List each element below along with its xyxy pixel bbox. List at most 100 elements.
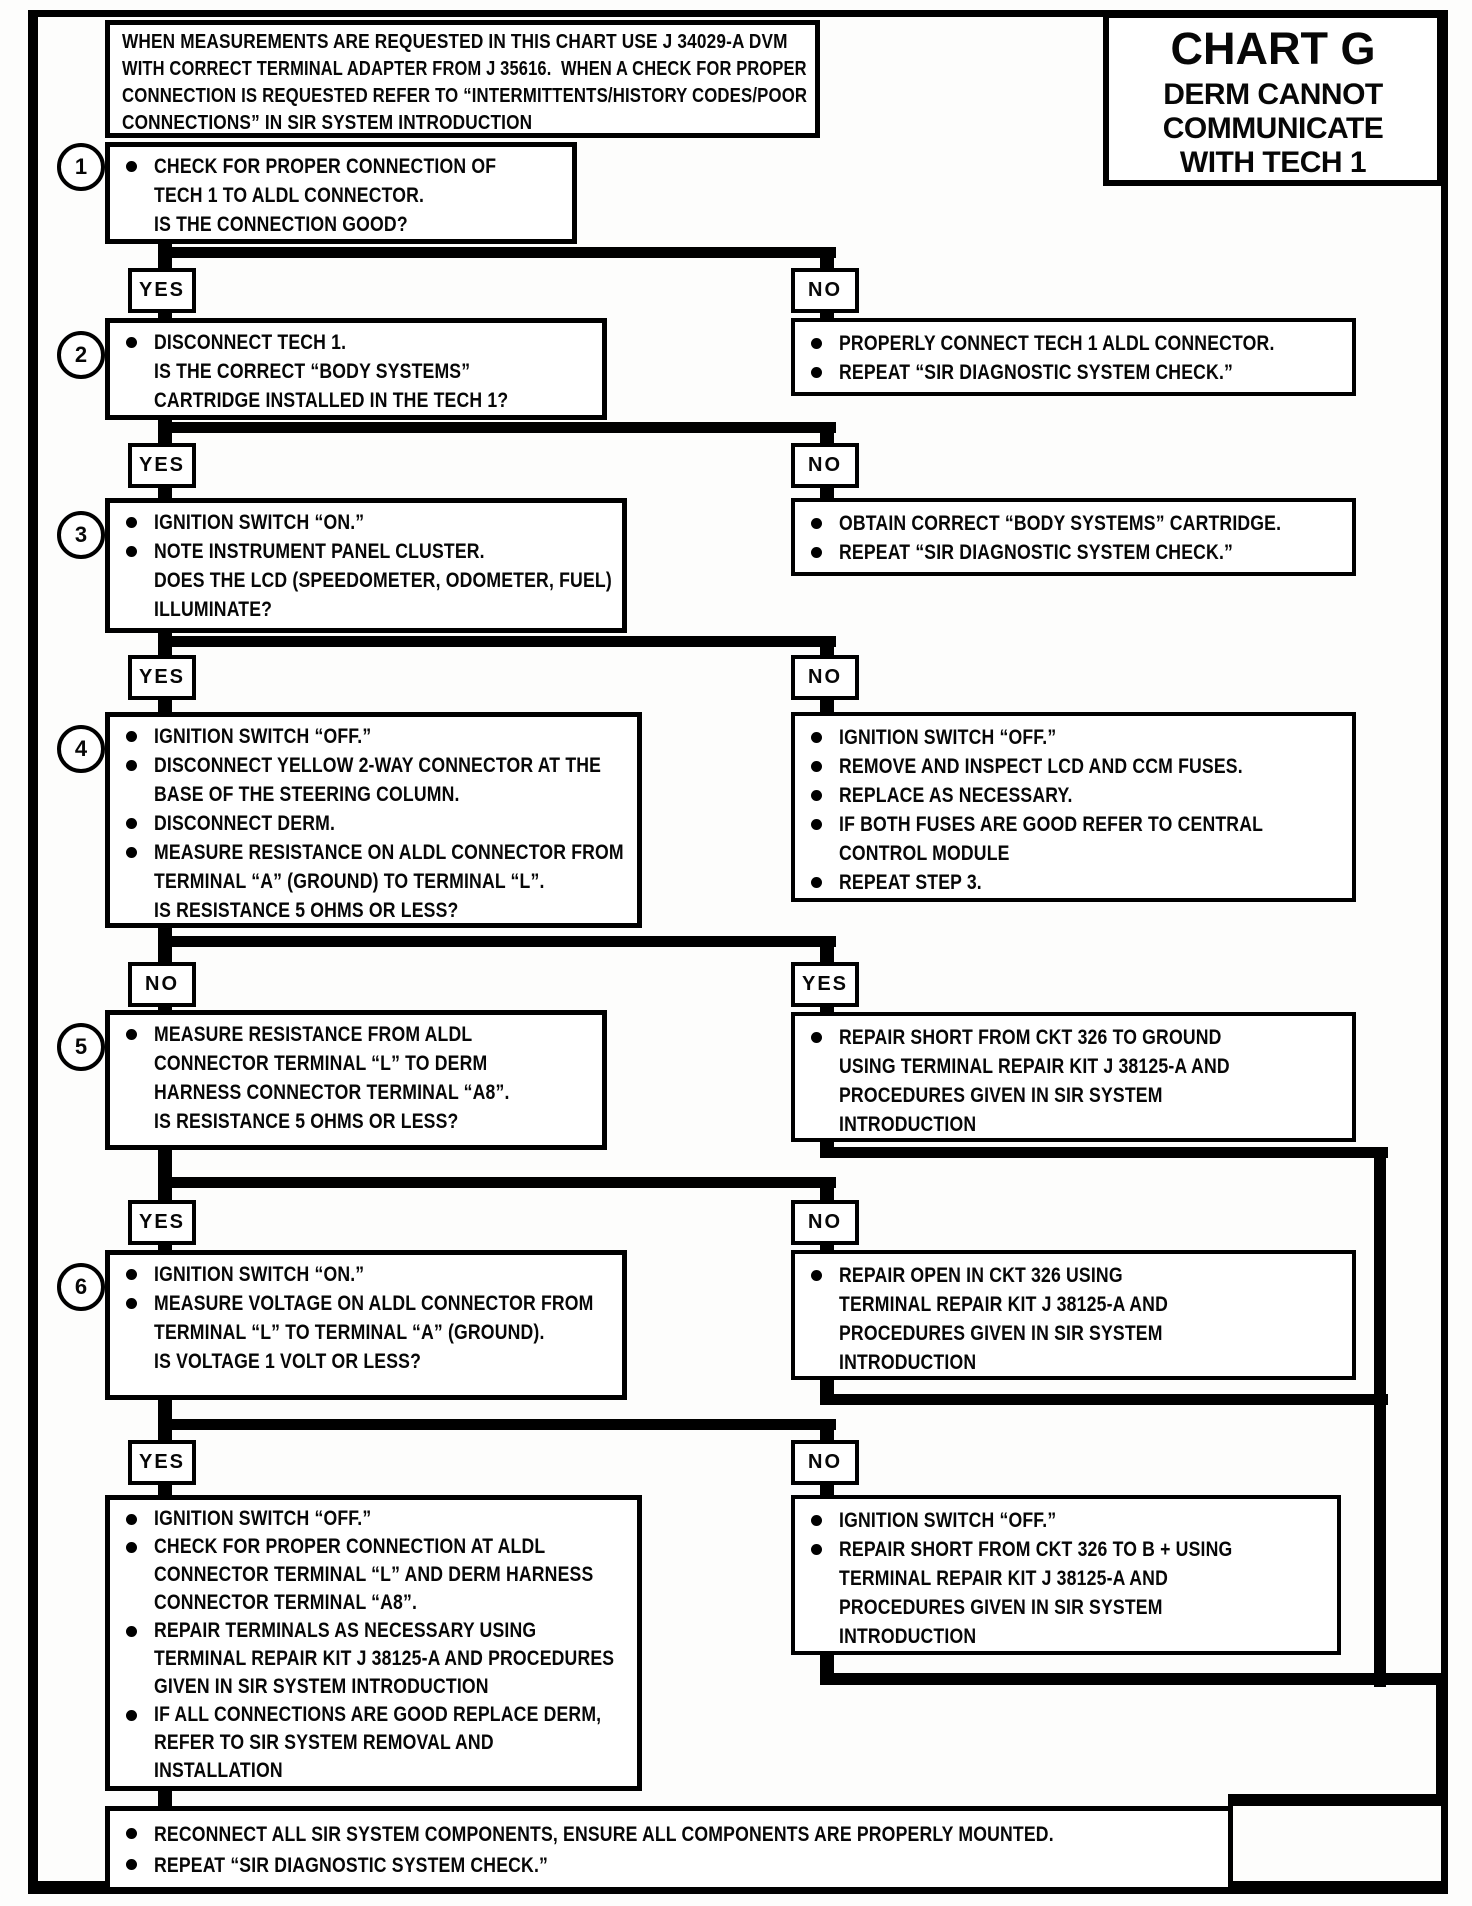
line-text: IGNITION SWITCH “ON.”	[154, 1263, 365, 1286]
line-text: CARTRIDGE INSTALLED IN THE TECH 1?	[154, 389, 509, 412]
line-text: PROCEDURES GIVEN IN SIR SYSTEM	[839, 1322, 1163, 1345]
text-line: CONNECTOR TERMINAL “L” AND DERM HARNESS	[110, 1561, 633, 1589]
connector-line	[820, 697, 834, 715]
bullet-spacer	[110, 1318, 154, 1347]
text-line: INSTALLATION	[110, 1757, 633, 1785]
text-line: MEASURE VOLTAGE ON ALDL CONNECTOR FROM	[110, 1289, 618, 1318]
bullet-icon	[110, 152, 154, 181]
line-text: REFER TO SIR SYSTEM REMOVAL AND	[154, 1731, 494, 1754]
bullet-spacer	[110, 1078, 154, 1107]
line-text: OBTAIN CORRECT “BODY SYSTEMS” CARTRIDGE.	[839, 512, 1282, 535]
bullet-spacer	[110, 82, 122, 109]
connector-line	[158, 1242, 172, 1253]
text-line: RECONNECT ALL SIR SYSTEM COMPONENTS, ENS…	[110, 1819, 1224, 1850]
line-text: TECH 1 TO ALDL CONNECTOR.	[154, 184, 425, 207]
line-text: REPEAT “SIR DIAGNOSTIC SYSTEM CHECK.”	[839, 361, 1234, 384]
text-line: IS THE CORRECT “BODY SYSTEMS”	[110, 357, 598, 386]
line-text: ILLUMINATE?	[154, 598, 273, 621]
connector-line	[158, 485, 172, 501]
bullet-icon	[795, 509, 839, 538]
text-line: TERMINAL “A” (GROUND) TO TERMINAL “L”.	[110, 867, 633, 896]
connector-line	[820, 1004, 834, 1015]
step-2-question-box: DISCONNECT TECH 1. IS THE CORRECT “BODY S…	[105, 318, 607, 420]
connector-line	[820, 1482, 834, 1498]
text-line: ILLUMINATE?	[110, 595, 618, 624]
text-line: TERMINAL “L” TO TERMINAL “A” (GROUND).	[110, 1318, 618, 1347]
step-3-question-box: IGNITION SWITCH “ON.”NOTE INSTRUMENT PAN…	[105, 498, 627, 633]
text-line: INTRODUCTION	[795, 1110, 1348, 1139]
text-line: REMOVE AND INSPECT LCD AND CCM FUSES.	[795, 752, 1348, 781]
text-line: IF ALL CONNECTIONS ARE GOOD REPLACE DERM…	[110, 1701, 633, 1729]
line-text: REMOVE AND INSPECT LCD AND CCM FUSES.	[839, 755, 1243, 778]
text-line: PROCEDURES GIVEN IN SIR SYSTEM	[795, 1593, 1333, 1622]
text-line: IGNITION SWITCH “ON.”	[110, 1260, 618, 1289]
bullet-spacer	[110, 867, 154, 896]
bullet-spacer	[795, 1052, 839, 1081]
action-box-check-terminals-replace-derm: IGNITION SWITCH “OFF.”CHECK FOR PROPER C…	[105, 1495, 642, 1791]
line-text: MEASURE RESISTANCE ON ALDL CONNECTOR FRO…	[154, 841, 624, 864]
text-line: CONTROL MODULE	[795, 839, 1348, 868]
bullet-icon	[110, 1850, 154, 1881]
action-box-reconnect-components: RECONNECT ALL SIR SYSTEM COMPONENTS, ENS…	[105, 1806, 1233, 1892]
text-line: IS VOLTAGE 1 VOLT OR LESS?	[110, 1347, 618, 1376]
action-box-connect-tech1: PROPERLY CONNECT TECH 1 ALDL CONNECTOR. R…	[791, 318, 1356, 396]
text-line: PROCEDURES GIVEN IN SIR SYSTEM	[795, 1319, 1348, 1348]
bullet-icon	[795, 329, 839, 358]
text-line: IS THE CONNECTION GOOD?	[110, 210, 568, 239]
bullet-spacer	[110, 1645, 154, 1673]
connector-line	[158, 636, 836, 647]
line-text: HARNESS CONNECTOR TERMINAL “A8”.	[154, 1081, 510, 1104]
text-line: PROPERLY CONNECT TECH 1 ALDL CONNECTOR.	[795, 329, 1348, 358]
text-line: WITH CORRECT TERMINAL ADAPTER FROM J 356…	[110, 55, 811, 82]
line-text: DISCONNECT TECH 1.	[154, 331, 347, 354]
line-text: NOTE INSTRUMENT PANEL CLUSTER.	[154, 540, 485, 563]
connector-line	[820, 1177, 834, 1202]
branch-label-row3-left: YES	[128, 655, 196, 700]
text-line: HARNESS CONNECTOR TERMINAL “A8”.	[110, 1078, 598, 1107]
line-text: MEASURE VOLTAGE ON ALDL CONNECTOR FROM	[154, 1292, 594, 1315]
bullet-icon	[795, 1023, 839, 1052]
bullet-icon	[110, 1505, 154, 1533]
bullet-icon	[110, 1701, 154, 1729]
line-text: REPEAT “SIR DIAGNOSTIC SYSTEM CHECK.”	[154, 1854, 549, 1877]
chart-title: CHART G	[1170, 23, 1376, 74]
line-text: INTRODUCTION	[839, 1625, 977, 1648]
text-line: DISCONNECT YELLOW 2-WAY CONNECTOR AT THE	[110, 751, 633, 780]
bullet-spacer	[110, 1757, 154, 1785]
bullet-icon	[795, 810, 839, 839]
line-text: IGNITION SWITCH “OFF.”	[839, 726, 1057, 749]
bullet-spacer	[795, 1593, 839, 1622]
bullet-icon	[110, 537, 154, 566]
text-line: REPAIR SHORT FROM CKT 326 TO GROUND	[795, 1023, 1348, 1052]
bullet-spacer	[795, 1622, 839, 1651]
line-text: BASE OF THE STEERING COLUMN.	[154, 783, 460, 806]
line-text: IS VOLTAGE 1 VOLT OR LESS?	[154, 1350, 422, 1373]
line-text: CONNECTION IS REQUESTED REFER TO “INTERM…	[122, 84, 808, 107]
line-text: MEASURE RESISTANCE FROM ALDL	[154, 1023, 473, 1046]
text-line: REPEAT “SIR DIAGNOSTIC SYSTEM CHECK.”	[110, 1850, 1224, 1881]
bullet-icon	[110, 508, 154, 537]
connector-line	[158, 1147, 172, 1202]
bullet-spacer	[110, 181, 154, 210]
text-line: IGNITION SWITCH “OFF.”	[110, 1505, 633, 1533]
step-number-circle-1: 1	[57, 143, 105, 191]
bullet-spacer	[795, 1110, 839, 1139]
line-text: REPEAT STEP 3.	[839, 871, 982, 894]
line-text: DOES THE LCD (SPEEDOMETER, ODOMETER, FUE…	[154, 569, 612, 592]
bullet-icon	[110, 328, 154, 357]
line-text: REPAIR SHORT FROM CKT 326 TO B + USING	[839, 1538, 1233, 1561]
line-text: REPAIR TERMINALS AS NECESSARY USING	[154, 1619, 537, 1642]
connector-line	[158, 1419, 836, 1430]
step-number-circle-2: 2	[57, 331, 105, 379]
bullet-spacer	[110, 1673, 154, 1701]
bullet-icon	[110, 838, 154, 867]
text-line: CONNECTOR TERMINAL “A8”.	[110, 1589, 633, 1617]
line-text: RECONNECT ALL SIR SYSTEM COMPONENTS, ENS…	[154, 1823, 1054, 1846]
line-text: IS THE CORRECT “BODY SYSTEMS”	[154, 360, 471, 383]
bullet-icon	[110, 722, 154, 751]
bullet-icon	[795, 781, 839, 810]
bullet-spacer	[795, 1319, 839, 1348]
